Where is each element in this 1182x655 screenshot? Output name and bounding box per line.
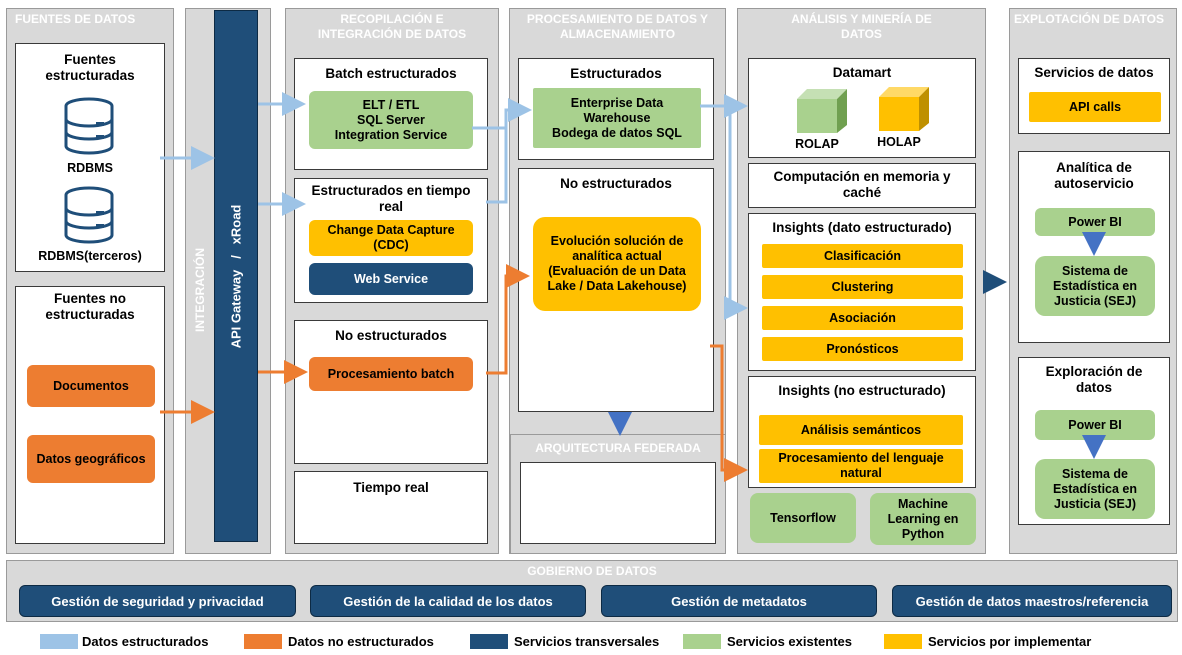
datos-geograficos-node: Datos geográficos bbox=[27, 435, 155, 483]
legend-swatch-no-estructurados bbox=[244, 634, 282, 649]
legend-label-existentes: Servicios existentes bbox=[727, 634, 853, 649]
estructurados-proc-title: Estructurados bbox=[570, 66, 662, 81]
exploracion-box: Exploración de datos Power BI Sistema de… bbox=[1018, 357, 1170, 525]
insights-estructurado-box: Insights (dato estructurado) Clasificaci… bbox=[748, 213, 976, 371]
no-estructurados-recop-box: No estructurados Procesamiento batch bbox=[294, 320, 488, 464]
rolap-cube-icon bbox=[797, 89, 847, 133]
legend-label-por-implementar: Servicios por implementar bbox=[928, 634, 1092, 649]
rdbms-label: RDBMS bbox=[67, 161, 113, 175]
computacion-box: Computación en memoria y caché bbox=[748, 163, 976, 208]
api-gateway-label: API Gateway / xRoad bbox=[228, 204, 244, 348]
tiempo-real-title: Tiempo real bbox=[353, 480, 429, 495]
api-gateway-bar: API Gateway / xRoad bbox=[214, 10, 258, 542]
elt-etl-node: ELT / ETL SQL Server Integration Service bbox=[309, 91, 473, 149]
integracion-label: INTEGRACIÓN bbox=[190, 200, 210, 380]
integracion-text: INTEGRACIÓN bbox=[193, 248, 207, 332]
no-estructurados-proc-box: No estructurados Evolución solución de a… bbox=[518, 168, 714, 412]
web-service-node: Web Service bbox=[309, 263, 473, 295]
autoservicio-title: Analítica de autoservicio bbox=[1054, 160, 1134, 191]
estructurados-tiempo-real-title: Estructurados en tiempo real bbox=[311, 183, 471, 214]
insights-estructurado-title: Insights (dato estructurado) bbox=[772, 220, 952, 235]
no-estructurados-recop-title: No estructurados bbox=[335, 328, 447, 343]
gobierno-item-metadatos: Gestión de metadatos bbox=[601, 585, 877, 617]
datamart-title: Datamart bbox=[832, 65, 892, 80]
power-bi-node-2: Power BI bbox=[1035, 410, 1155, 440]
legend-label-transversales: Servicios transversales bbox=[514, 634, 660, 649]
batch-estructurados-title: Batch estructurados bbox=[325, 66, 457, 81]
enterprise-dw-node: Enterprise Data Warehouse Bodega de dato… bbox=[533, 88, 701, 148]
datamart-box: Datamart ROLAP HOLAP bbox=[748, 58, 976, 158]
column-title-procesamiento: PROCESAMIENTO DE DATOS Y ALMACENAMIENTO bbox=[526, 12, 709, 41]
computacion-title: Computación en memoria y caché bbox=[773, 169, 951, 200]
tiempo-real-box: Tiempo real bbox=[294, 471, 488, 544]
fuentes-no-estructuradas-box: Fuentes no estructuradas Documentos Dato… bbox=[15, 286, 165, 544]
insights-no-estructurado-title: Insights (no estructurado) bbox=[778, 383, 946, 398]
clustering-node: Clustering bbox=[762, 275, 963, 299]
asociacion-node: Asociación bbox=[762, 306, 963, 330]
legend-label-estructurados: Datos estructurados bbox=[82, 634, 209, 649]
legend-label-no-estructurados: Datos no estructurados bbox=[288, 634, 434, 649]
column-title-analisis: ANÁLISIS Y MINERÍA DE DATOS bbox=[791, 12, 932, 41]
gobierno-item-calidad: Gestión de la calidad de los datos bbox=[310, 585, 586, 617]
column-title-recopilacion: RECOPILACIÓN E INTEGRACIÓN DE DATOS bbox=[317, 12, 467, 41]
column-title-fuentes: FUENTES DE DATOS bbox=[15, 12, 136, 26]
estructurados-tiempo-real-box: Estructurados en tiempo real Change Data… bbox=[294, 178, 488, 303]
ml-python-node: Machine Learning en Python bbox=[870, 493, 976, 545]
legend-swatch-transversales bbox=[470, 634, 508, 649]
power-bi-node-1: Power BI bbox=[1035, 208, 1155, 236]
api-calls-node: API calls bbox=[1029, 92, 1161, 122]
legend-swatch-estructurados bbox=[40, 634, 78, 649]
evolucion-node: Evolución solución de analítica actual (… bbox=[533, 217, 701, 311]
arquitectura-federada-panel: ARQUITECTURA FEDERADA bbox=[510, 434, 726, 554]
sej-node-2: Sistema de Estadística en Justicia (SEJ) bbox=[1035, 459, 1155, 519]
procesamiento-batch-node: Procesamiento batch bbox=[309, 357, 473, 391]
clasificacion-node: Clasificación bbox=[762, 244, 963, 268]
arquitectura-federada-box bbox=[520, 462, 716, 544]
no-estructurados-proc-title: No estructurados bbox=[560, 176, 672, 191]
rolap-label: ROLAP bbox=[795, 137, 839, 151]
holap-label: HOLAP bbox=[877, 135, 921, 149]
cdc-node: Change Data Capture (CDC) bbox=[309, 220, 473, 256]
gobierno-item-seguridad: Gestión de seguridad y privacidad bbox=[19, 585, 296, 617]
database-icon-terceros bbox=[64, 186, 114, 244]
fuentes-estructuradas-box: Fuentes estructuradas RDBMS RDBMS(tercer… bbox=[15, 43, 165, 272]
insights-no-estructurado-box: Insights (no estructurado) Análisis semá… bbox=[748, 376, 976, 488]
rdbms-terceros-label: RDBMS(terceros) bbox=[38, 249, 142, 263]
procesamiento-lenguaje-node: Procesamiento del lenguaje natural bbox=[759, 449, 963, 483]
pronosticos-node: Pronósticos bbox=[762, 337, 963, 361]
sej-node-1: Sistema de Estadística en Justicia (SEJ) bbox=[1035, 256, 1155, 316]
column-title-explotacion: EXPLOTACIÓN DE DATOS bbox=[1014, 12, 1165, 26]
exploracion-title: Exploración de datos bbox=[1045, 364, 1143, 395]
autoservicio-box: Analítica de autoservicio Power BI Siste… bbox=[1018, 151, 1170, 343]
arquitectura-federada-title: ARQUITECTURA FEDERADA bbox=[535, 441, 701, 455]
legend-swatch-por-implementar bbox=[884, 634, 922, 649]
gobierno-title: GOBIERNO DE DATOS bbox=[527, 564, 657, 578]
tensorflow-node: Tensorflow bbox=[750, 493, 856, 543]
holap-cube-icon bbox=[879, 87, 929, 131]
fuentes-estructuradas-title: Fuentes estructuradas bbox=[45, 52, 135, 83]
servicios-datos-title: Servicios de datos bbox=[1034, 65, 1154, 80]
database-icon bbox=[64, 97, 114, 155]
analisis-semanticos-node: Análisis semánticos bbox=[759, 415, 963, 445]
documentos-node: Documentos bbox=[27, 365, 155, 407]
servicios-datos-box: Servicios de datos API calls bbox=[1018, 58, 1170, 134]
legend-swatch-existentes bbox=[683, 634, 721, 649]
fuentes-no-estructuradas-title: Fuentes no estructuradas bbox=[45, 291, 135, 322]
gobierno-item-maestros: Gestión de datos maestros/referencia bbox=[892, 585, 1172, 617]
batch-estructurados-box: Batch estructurados ELT / ETL SQL Server… bbox=[294, 58, 488, 170]
estructurados-proc-box: Estructurados Enterprise Data Warehouse … bbox=[518, 58, 714, 160]
